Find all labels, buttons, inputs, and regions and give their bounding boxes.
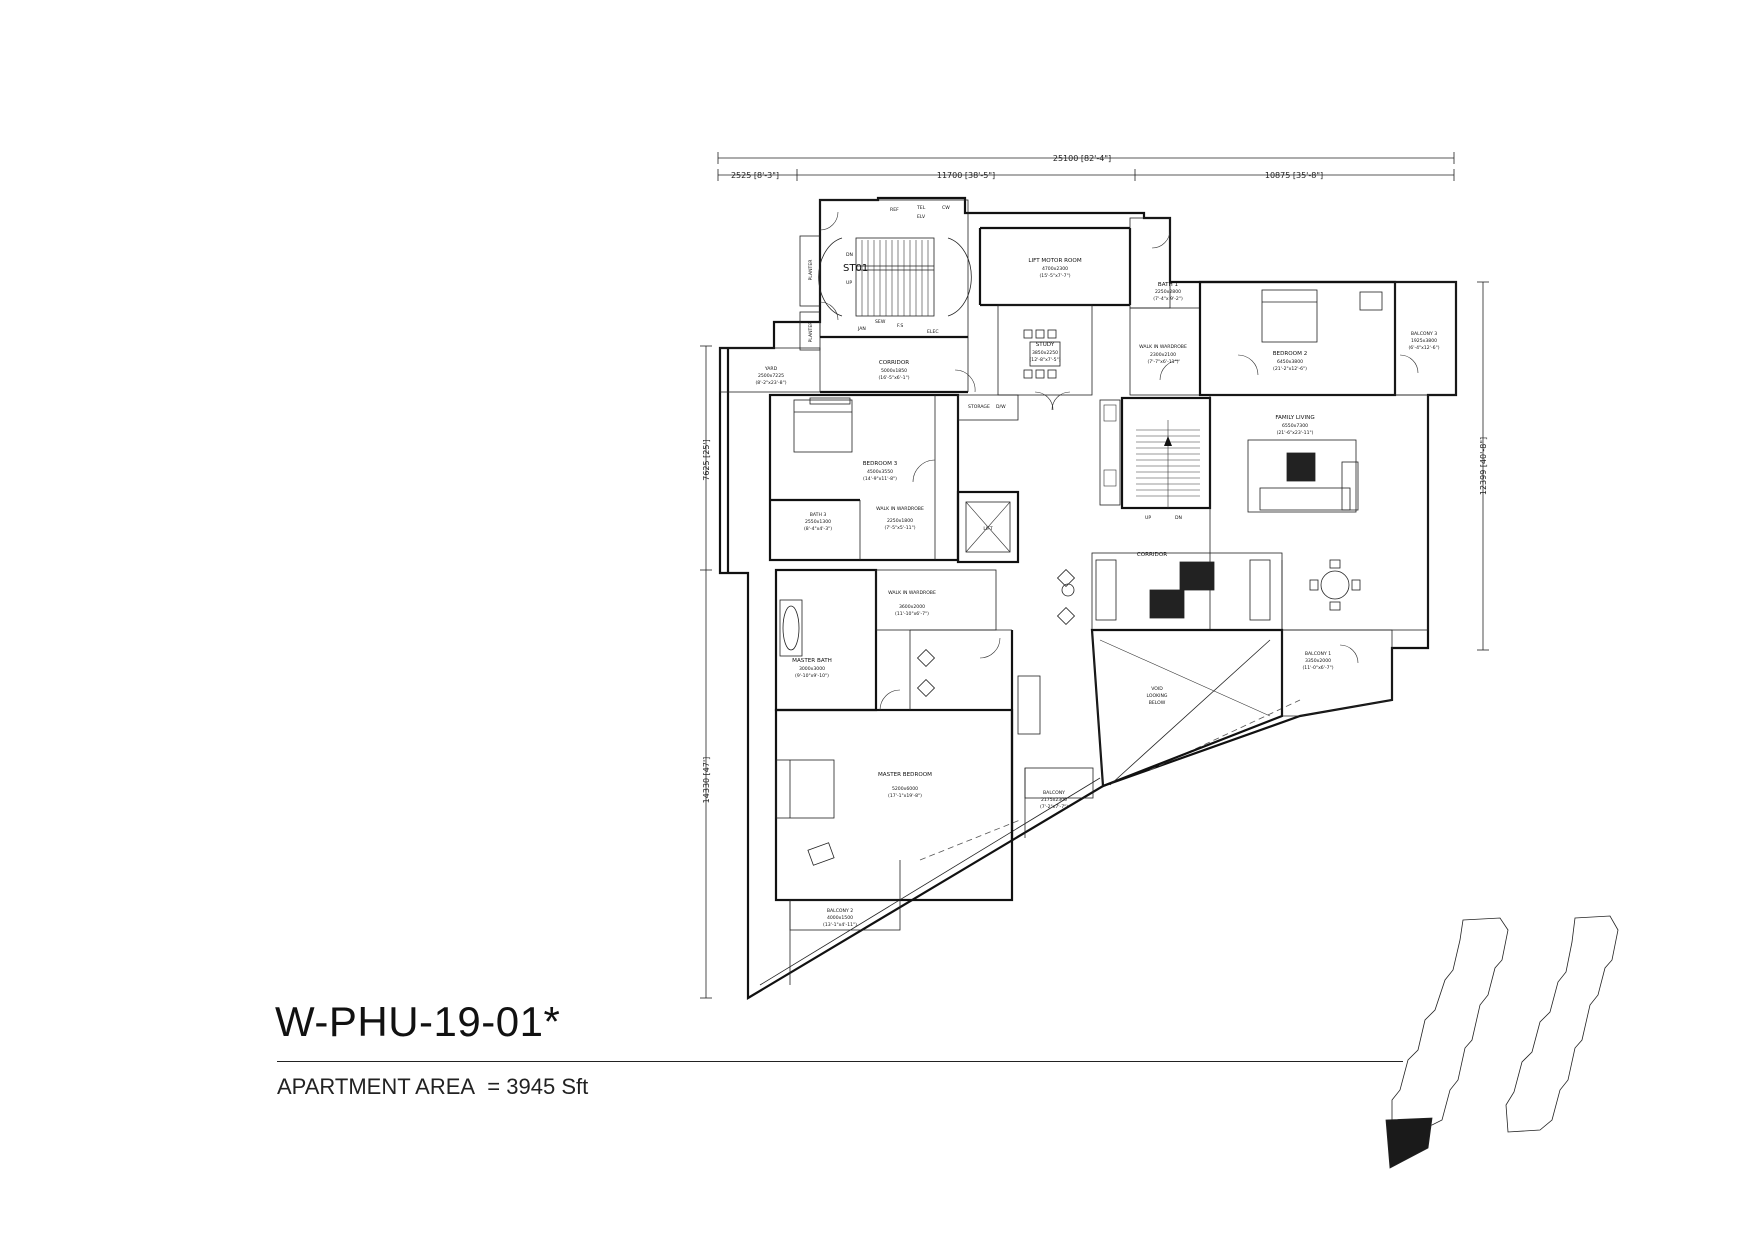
imp-master-bedroom: (17'-1"x19'-8") <box>888 793 922 799</box>
label-master-bedroom: MASTER BEDROOM <box>878 772 932 778</box>
label-dw: D/W <box>996 404 1006 410</box>
label-storage: STORAGE <box>968 404 990 410</box>
label-corridor-2: CORRIDOR <box>1137 552 1167 558</box>
label-study: STUDY <box>1036 342 1055 348</box>
dim-seg1: 2525 [8'-3"] <box>731 171 779 180</box>
size-lift-motor-room: 4700x2300 <box>1042 266 1068 272</box>
label-stair-dn: DN <box>846 252 853 258</box>
imp-lift-motor-room: (15'-5"x7'-7") <box>1040 273 1071 279</box>
size-balcony-2: 4000x1500 <box>827 915 853 921</box>
title-divider <box>277 1061 1403 1062</box>
imp-balcony-1: (11'-0"x6'-7") <box>1303 665 1334 671</box>
label-balcony-2: BALCONY 2 <box>827 908 853 914</box>
label-tel: TEL <box>916 205 926 211</box>
size-balcony-3: 1925x3800 <box>1411 338 1437 344</box>
imp-balcony-3: (6'-4"x12'-6") <box>1409 345 1440 351</box>
key-plan-highlight <box>1385 1117 1433 1169</box>
imp-yard: (8'-2"x23'-8") <box>756 380 787 386</box>
dim-right: 12399 [40'-8"] <box>1479 437 1488 495</box>
label-elec: ELEC <box>927 329 939 335</box>
label-bedroom-3: BEDROOM 3 <box>863 461 898 467</box>
imp-bath-1: (7'-4"x 9'-2") <box>1153 296 1183 302</box>
dim-seg3: 10875 [35'-8"] <box>1265 171 1323 180</box>
label-jan: JAN <box>857 326 866 332</box>
size-walk-in-3: 2250x1800 <box>887 518 913 524</box>
imp-family-living: (21'-6"x23'-11") <box>1277 430 1314 436</box>
key-plan <box>1385 915 1619 1169</box>
outer-walls <box>718 196 1458 1000</box>
door-swings <box>819 211 1419 711</box>
dim-left-top: 7625 [25'] <box>702 439 711 481</box>
size-balcony: 2175x2300 <box>1041 797 1067 803</box>
label-stair-up-2: UP <box>1145 515 1151 521</box>
label-void: VOID <box>1151 686 1163 692</box>
size-walk-in-1: 2300x2100 <box>1150 352 1176 358</box>
size-master-bath: 3000x3000 <box>799 666 825 672</box>
size-bath-3: 2550x1300 <box>805 519 831 525</box>
label-stair-code: ST01 <box>843 263 868 274</box>
label-walk-in-master: WALK IN WARDROBE <box>888 590 936 596</box>
apartment-area: APARTMENT AREA = 3945 Sft <box>277 1074 588 1100</box>
size-master-bedroom: 5200x6000 <box>892 786 918 792</box>
label-bath-1: BATH 1 <box>1158 282 1179 288</box>
label-fs: F.S <box>897 323 903 329</box>
imp-bedroom-2: (21'-2"x12'-6") <box>1273 366 1307 372</box>
dim-left-bottom: 14330 [47'] <box>702 757 711 804</box>
label-planter-1: PLANTER <box>808 259 814 281</box>
imp-bedroom-3: (14'-9"x11'-8") <box>863 476 897 482</box>
size-bath-1: 2250x2800 <box>1155 289 1181 295</box>
label-void-looking: LOOKING <box>1147 693 1168 699</box>
imp-bath-3: (8'-4"x4'-3") <box>804 526 832 532</box>
label-balcony-1: BALCONY 1 <box>1305 651 1331 657</box>
imp-walk-in-1: (7'-7"x6'-11") <box>1148 359 1179 365</box>
imp-study: (12'-8"x7'-5") <box>1030 357 1061 363</box>
label-balcony-3: BALCONY 3 <box>1411 331 1437 337</box>
unit-code-title: W-PHU-19-01* <box>275 998 561 1045</box>
imp-balcony: (7'-2"x7'-7") <box>1040 804 1068 810</box>
label-elv: ELV <box>917 214 926 220</box>
label-walk-in-1: WALK IN WARDROBE <box>1139 344 1187 350</box>
size-bedroom-3: 4500x3550 <box>867 469 893 475</box>
label-ref: REF <box>890 207 899 213</box>
size-study: 3850x2250 <box>1032 350 1058 356</box>
area-label: APARTMENT AREA <box>277 1074 476 1099</box>
label-stair-up: UP <box>846 280 852 286</box>
label-sew: SEW <box>875 319 886 325</box>
imp-master-bath: (9'-10"x9'-10") <box>795 673 829 679</box>
dimension-lines: 25100 [82'-4"] 2525 [8'-3"] 11700 [38'-5… <box>700 152 1489 999</box>
label-stair-dn-2: DN <box>1175 515 1182 521</box>
label-bath-3: BATH 3 <box>810 512 827 518</box>
label-bedroom-2: BEDROOM 2 <box>1273 351 1308 357</box>
label-balcony: BALCONY <box>1043 790 1065 796</box>
label-master-bath: MASTER BATH <box>792 658 832 664</box>
dim-overall: 25100 [82'-4"] <box>1053 154 1111 163</box>
label-yard: YARD <box>764 366 778 372</box>
room-labels: ST01 DN UP REF TEL ELV CW SEW F.S ELEC J… <box>756 205 1440 928</box>
label-corridor-1: CORRIDOR <box>879 360 909 366</box>
label-void-below: BELOW <box>1149 700 1166 706</box>
label-lift: LIFT <box>983 526 992 532</box>
size-bedroom-2: 6450x3800 <box>1277 359 1303 365</box>
imp-balcony-2: (13'-1"x4'-11") <box>823 922 857 928</box>
size-family-living: 6550x7300 <box>1282 423 1308 429</box>
furniture <box>775 289 1383 866</box>
imp-walk-in-master: (11'-10"x6'-7") <box>895 611 929 617</box>
label-lift-motor-room: LIFT MOTOR ROOM <box>1028 258 1081 264</box>
area-value: 3945 Sft <box>506 1074 589 1099</box>
imp-corridor-1: (16'-5"x6'-1") <box>879 375 910 381</box>
size-yard: 2500x7225 <box>758 373 784 379</box>
dim-seg2: 11700 [38'-5"] <box>937 171 995 180</box>
imp-walk-in-3: (7'-5"x5'-11") <box>885 525 916 531</box>
size-balcony-1: 3350x2000 <box>1305 658 1331 664</box>
label-walk-in-3: WALK IN WARDROBE <box>876 506 924 512</box>
label-planter-2: PLANTER <box>808 321 814 343</box>
interior-walls <box>719 199 1457 985</box>
size-walk-in-master: 3600x2000 <box>899 604 925 610</box>
area-equals: = <box>487 1074 501 1099</box>
size-corridor-1: 5000x1850 <box>881 368 907 374</box>
label-cw: CW <box>942 205 950 211</box>
label-family-living: FAMILY LIVING <box>1275 415 1314 421</box>
